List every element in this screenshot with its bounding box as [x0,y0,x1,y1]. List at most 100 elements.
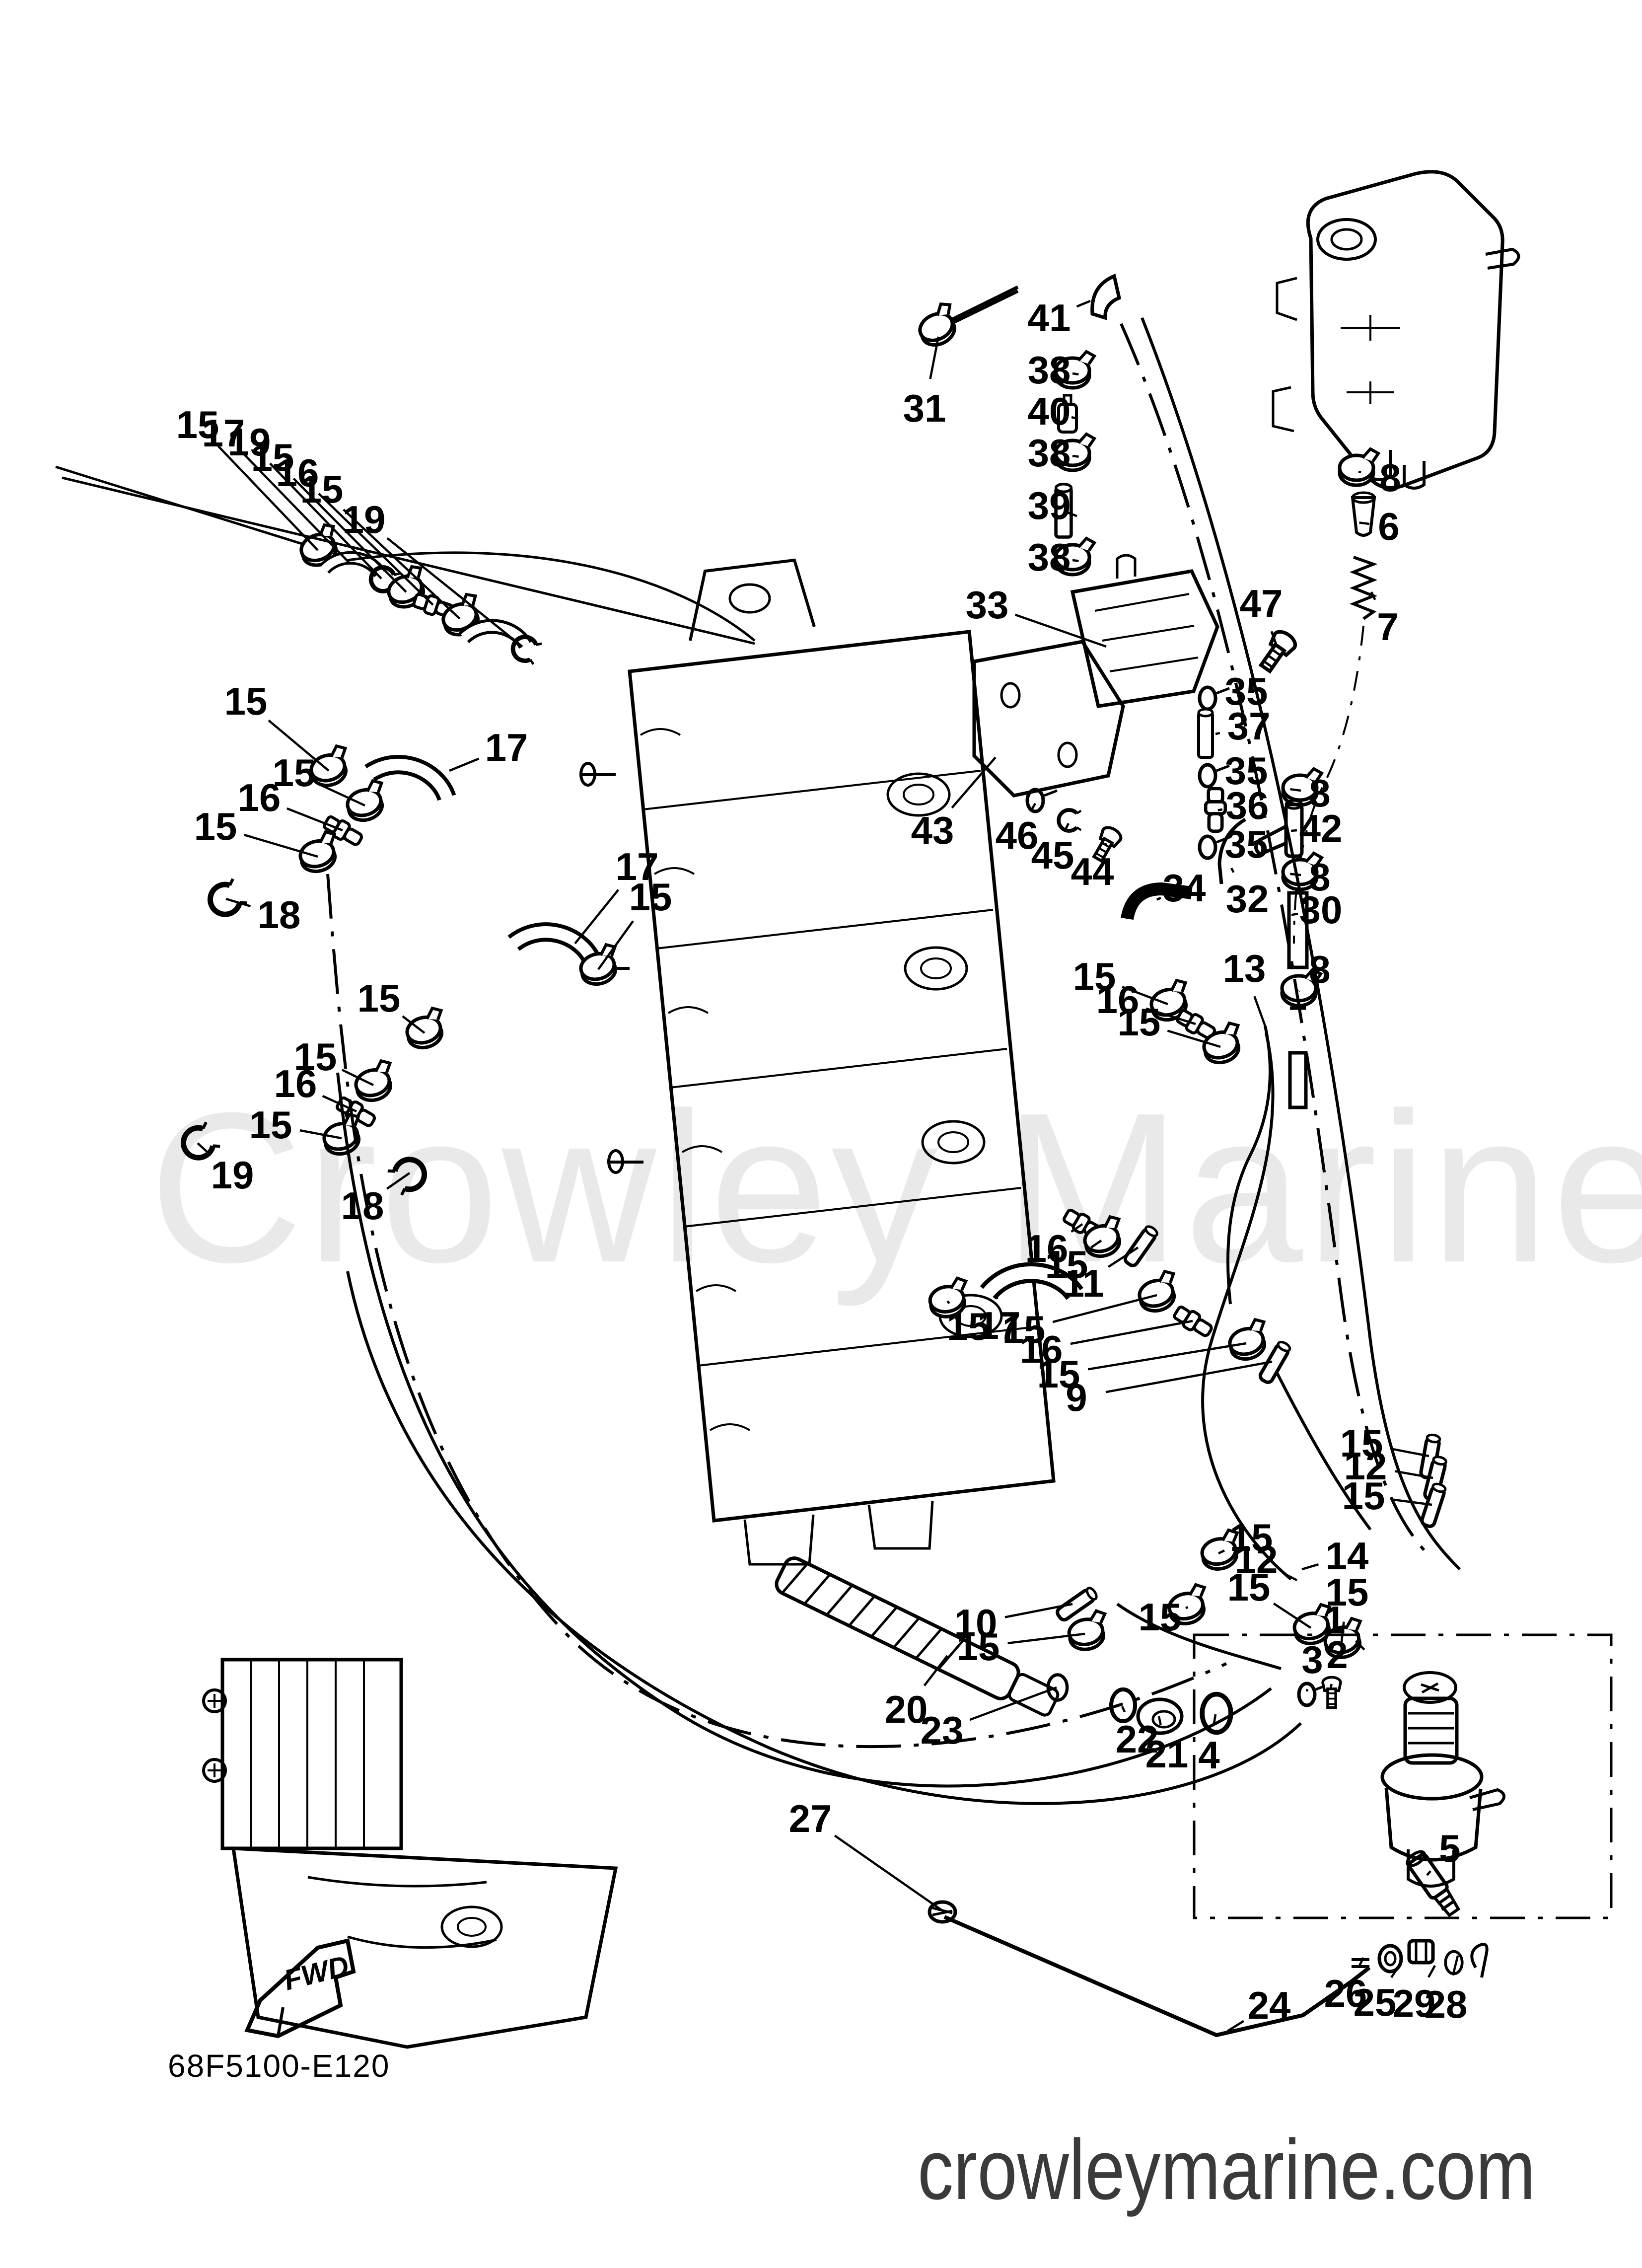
callout-15: 15 [1342,1474,1385,1518]
callout-41: 41 [1028,296,1071,340]
pump-assembly [775,1556,1613,2038]
callout-45: 45 [1031,833,1074,877]
leader-line-46 [1031,803,1036,810]
leader-line-32 [1230,867,1235,873]
leader-line-19 [269,462,382,580]
callout-15: 15 [957,1625,1000,1669]
leader-line-11 [1107,1246,1139,1268]
callout-8: 8 [1309,948,1330,991]
leader-line-15 [946,1300,950,1305]
callout-44: 44 [1071,850,1114,893]
leader-line-15 [1185,1606,1189,1610]
leader-line-15 [597,920,634,970]
callout-17: 17 [978,1304,1021,1347]
callout-16: 16 [1025,1227,1069,1270]
leader-line-2 [1329,1683,1333,1689]
leader-line-38 [1072,372,1079,376]
leader-line-15 [1007,1632,1085,1645]
leader-line-16 [318,493,434,606]
callout-7: 7 [1377,605,1398,649]
leader-line-28 [1452,1955,1459,1976]
callout-16: 16 [276,451,319,495]
callout-40: 40 [1028,389,1071,433]
callout-42: 42 [1299,806,1343,850]
callout-16: 16 [1096,978,1140,1022]
callout-39: 39 [1028,484,1071,527]
leader-line-14 [1301,1563,1319,1571]
leader-line-18 [386,1172,411,1190]
leader-line-31 [929,336,940,379]
leader-line-45 [1065,822,1070,829]
leader-line-6 [1359,521,1370,525]
watermark-text: Crowley Marine [149,1069,1642,1308]
top-left-parts [55,465,755,665]
callout-9: 9 [1066,1376,1087,1419]
callout-21: 21 [1145,1732,1189,1776]
callout-24: 24 [1248,1983,1291,2027]
callout-8: 8 [1309,855,1330,899]
leader-line-44 [1104,843,1108,846]
leader-line-21 [1157,1716,1162,1725]
leader-line-22 [1121,1706,1126,1713]
leader-line-42 [1291,829,1297,832]
callout-17: 17 [485,726,528,769]
leader-line-9 [1105,1360,1273,1393]
leader-line-15 [1090,1240,1102,1248]
callout-28: 28 [1425,1982,1468,2026]
callout-15: 15 [251,436,294,479]
callout-38: 38 [1028,348,1071,392]
callout-15: 15 [357,976,401,1020]
callout-13: 13 [1223,947,1266,990]
leader-line-16 [322,1095,357,1113]
callout-47: 47 [1240,582,1283,625]
callout-16: 16 [238,776,281,819]
callout-12: 12 [1235,1537,1278,1581]
callout-10: 10 [954,1601,998,1645]
callout-18: 18 [258,893,301,937]
leader-line-37 [1215,732,1220,735]
leader-line-16 [1071,1223,1083,1233]
oil-tank-parts [913,274,1378,944]
leader-line-15 [402,1015,426,1034]
leader-line-7 [1370,591,1376,600]
callout-16: 16 [274,1062,317,1105]
callout-8: 8 [1309,771,1330,815]
callout-15: 15 [1037,1352,1080,1396]
leader-line-25 [1390,1962,1402,1978]
callout-17: 17 [616,845,659,888]
leader-line-8 [1290,788,1301,792]
callout-15: 15 [947,1305,990,1348]
leader-line-30 [1291,912,1298,916]
callout-30: 30 [1299,888,1343,932]
leader-line-29 [1428,1965,1436,1978]
callout-15: 15 [1230,1516,1273,1559]
leader-line-15 [320,784,365,807]
callout-4: 4 [1198,1733,1219,1777]
leader-line-15 [1340,1621,1345,1642]
leader-line-15 [341,1069,374,1087]
callout-23: 23 [921,1708,964,1752]
assembly-1-boundary [1193,1633,1613,1919]
leader-line-18 [225,897,251,907]
diagram-code: 68F5100-E120 [168,2048,390,2084]
callout-3: 3 [1301,1638,1323,1682]
leader-line-19 [197,1142,212,1156]
leader-line-36 [1217,808,1223,811]
leader-line-20 [923,1655,948,1686]
leader-line-15 [1167,1029,1221,1048]
leader-line-15 [1087,1342,1247,1371]
leader-line-17 [243,453,351,565]
callout-26: 26 [1324,1972,1367,2015]
bolt-5 [1406,1850,1461,1917]
fwd-arrow: FWD [244,1938,356,2039]
leader-line-17 [449,757,480,772]
callout-15: 15 [1227,1565,1271,1609]
callout-46: 46 [996,813,1039,857]
leader-line-38 [1072,559,1079,562]
leader-line-16 [1145,1007,1196,1025]
leader-line-15 [1122,986,1168,1006]
callout-19: 19 [211,1153,254,1197]
callout-38: 38 [1028,535,1071,579]
callout-36: 36 [1226,784,1269,827]
leader-line-10 [1004,1603,1073,1618]
